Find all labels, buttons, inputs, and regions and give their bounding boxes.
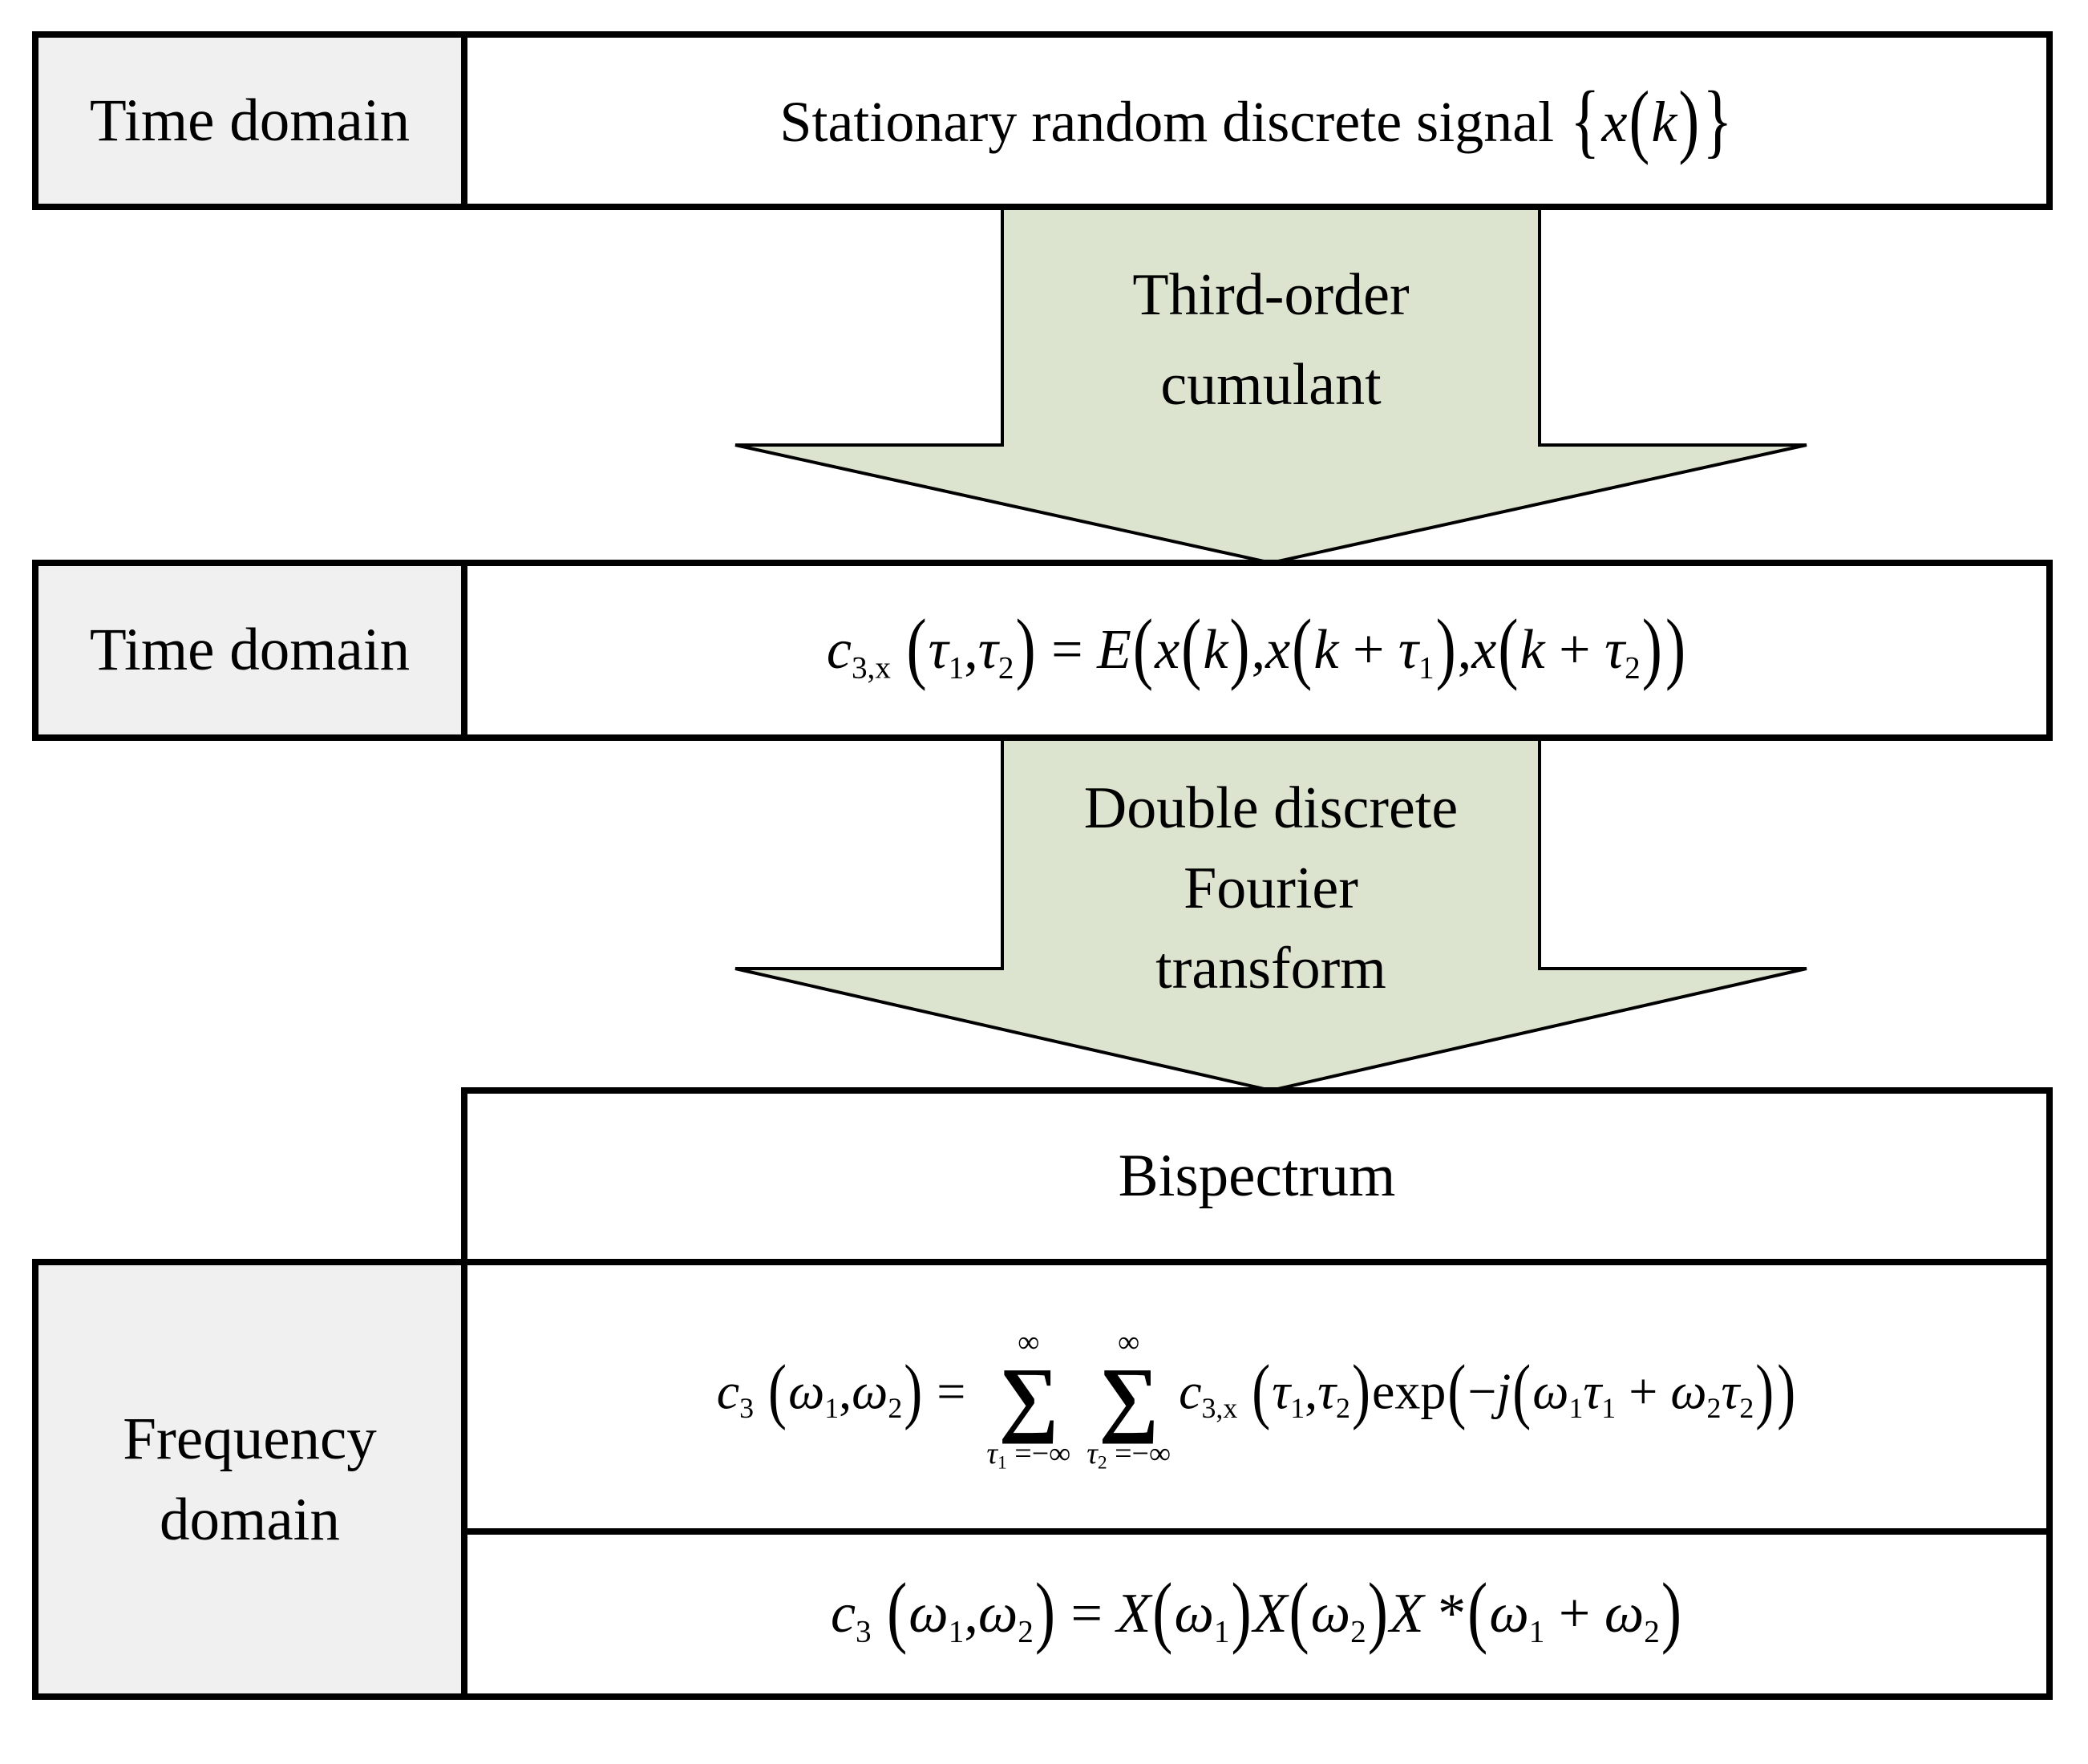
fourier-transform-arrow-shape — [734, 733, 1807, 1093]
time-domain-label-cell-2: Time domain — [38, 566, 467, 734]
arrow-label-line: Fourier — [1184, 856, 1358, 921]
time-domain-label-cell: Time domain — [38, 38, 467, 204]
bispectrum-header-box: Bispectrum — [461, 1087, 2053, 1265]
bispectrum-product-formula-cell: c3 (ω1,ω2) = X(ω1)X(ω2)X *(ω1 + ω2) — [461, 1528, 2053, 1700]
frequency-domain-label-line: domain — [160, 1487, 340, 1553]
bispectrum-product-formula: c3 (ω1,ω2) = X(ω1)X(ω2)X *(ω1 + ω2) — [830, 1568, 1682, 1657]
bispectrum-sum-formula: c3 (ω1,ω2) = ∞∑τ1 =−∞∞∑τ2 =−∞c3,x (τ1,τ2… — [716, 1325, 1796, 1474]
time-domain-label: Time domain — [89, 87, 411, 154]
time-domain-label-2: Time domain — [89, 617, 411, 683]
third-order-cumulant-arrow-label: Third-order cumulant — [870, 250, 1672, 430]
frequency-domain-label: Frequency domain — [123, 1398, 377, 1561]
frequency-domain-label-line: Frequency — [123, 1405, 377, 1472]
fourier-transform-arrow-label: Double discrete Fourier transform — [870, 768, 1672, 1009]
arrow-label-line: Third-order — [1132, 262, 1410, 328]
frequency-domain-label-cell: Frequency domain — [32, 1259, 467, 1700]
cumulant-formula: c3,x (τ1,τ2) = E(x(k),x(k + τ1),x(k + τ2… — [826, 604, 1686, 693]
arrow-label-line: cumulant — [1160, 352, 1382, 418]
bispectrum-title: Bispectrum — [1118, 1143, 1396, 1209]
cumulant-box: Time domain c3,x (τ1,τ2) = E(x(k),x(k + … — [32, 560, 2053, 741]
time-domain-signal-box: Time domain Stationary random discrete s… — [32, 31, 2053, 210]
cumulant-formula-cell: c3,x (τ1,τ2) = E(x(k),x(k + τ1),x(k + τ2… — [467, 566, 2046, 734]
signal-cell: Stationary random discrete signal {x(k)} — [467, 38, 2046, 204]
bispectrum-sum-formula-cell: c3 (ω1,ω2) = ∞∑τ1 =−∞∞∑τ2 =−∞c3,x (τ1,τ2… — [461, 1259, 2053, 1535]
arrow-label-line: transform — [1155, 936, 1386, 1001]
third-order-cumulant-arrow-shape — [734, 204, 1807, 565]
signal-text: Stationary random discrete signal {x(k)} — [779, 75, 1733, 166]
arrow-label-line: Double discrete — [1083, 775, 1459, 841]
